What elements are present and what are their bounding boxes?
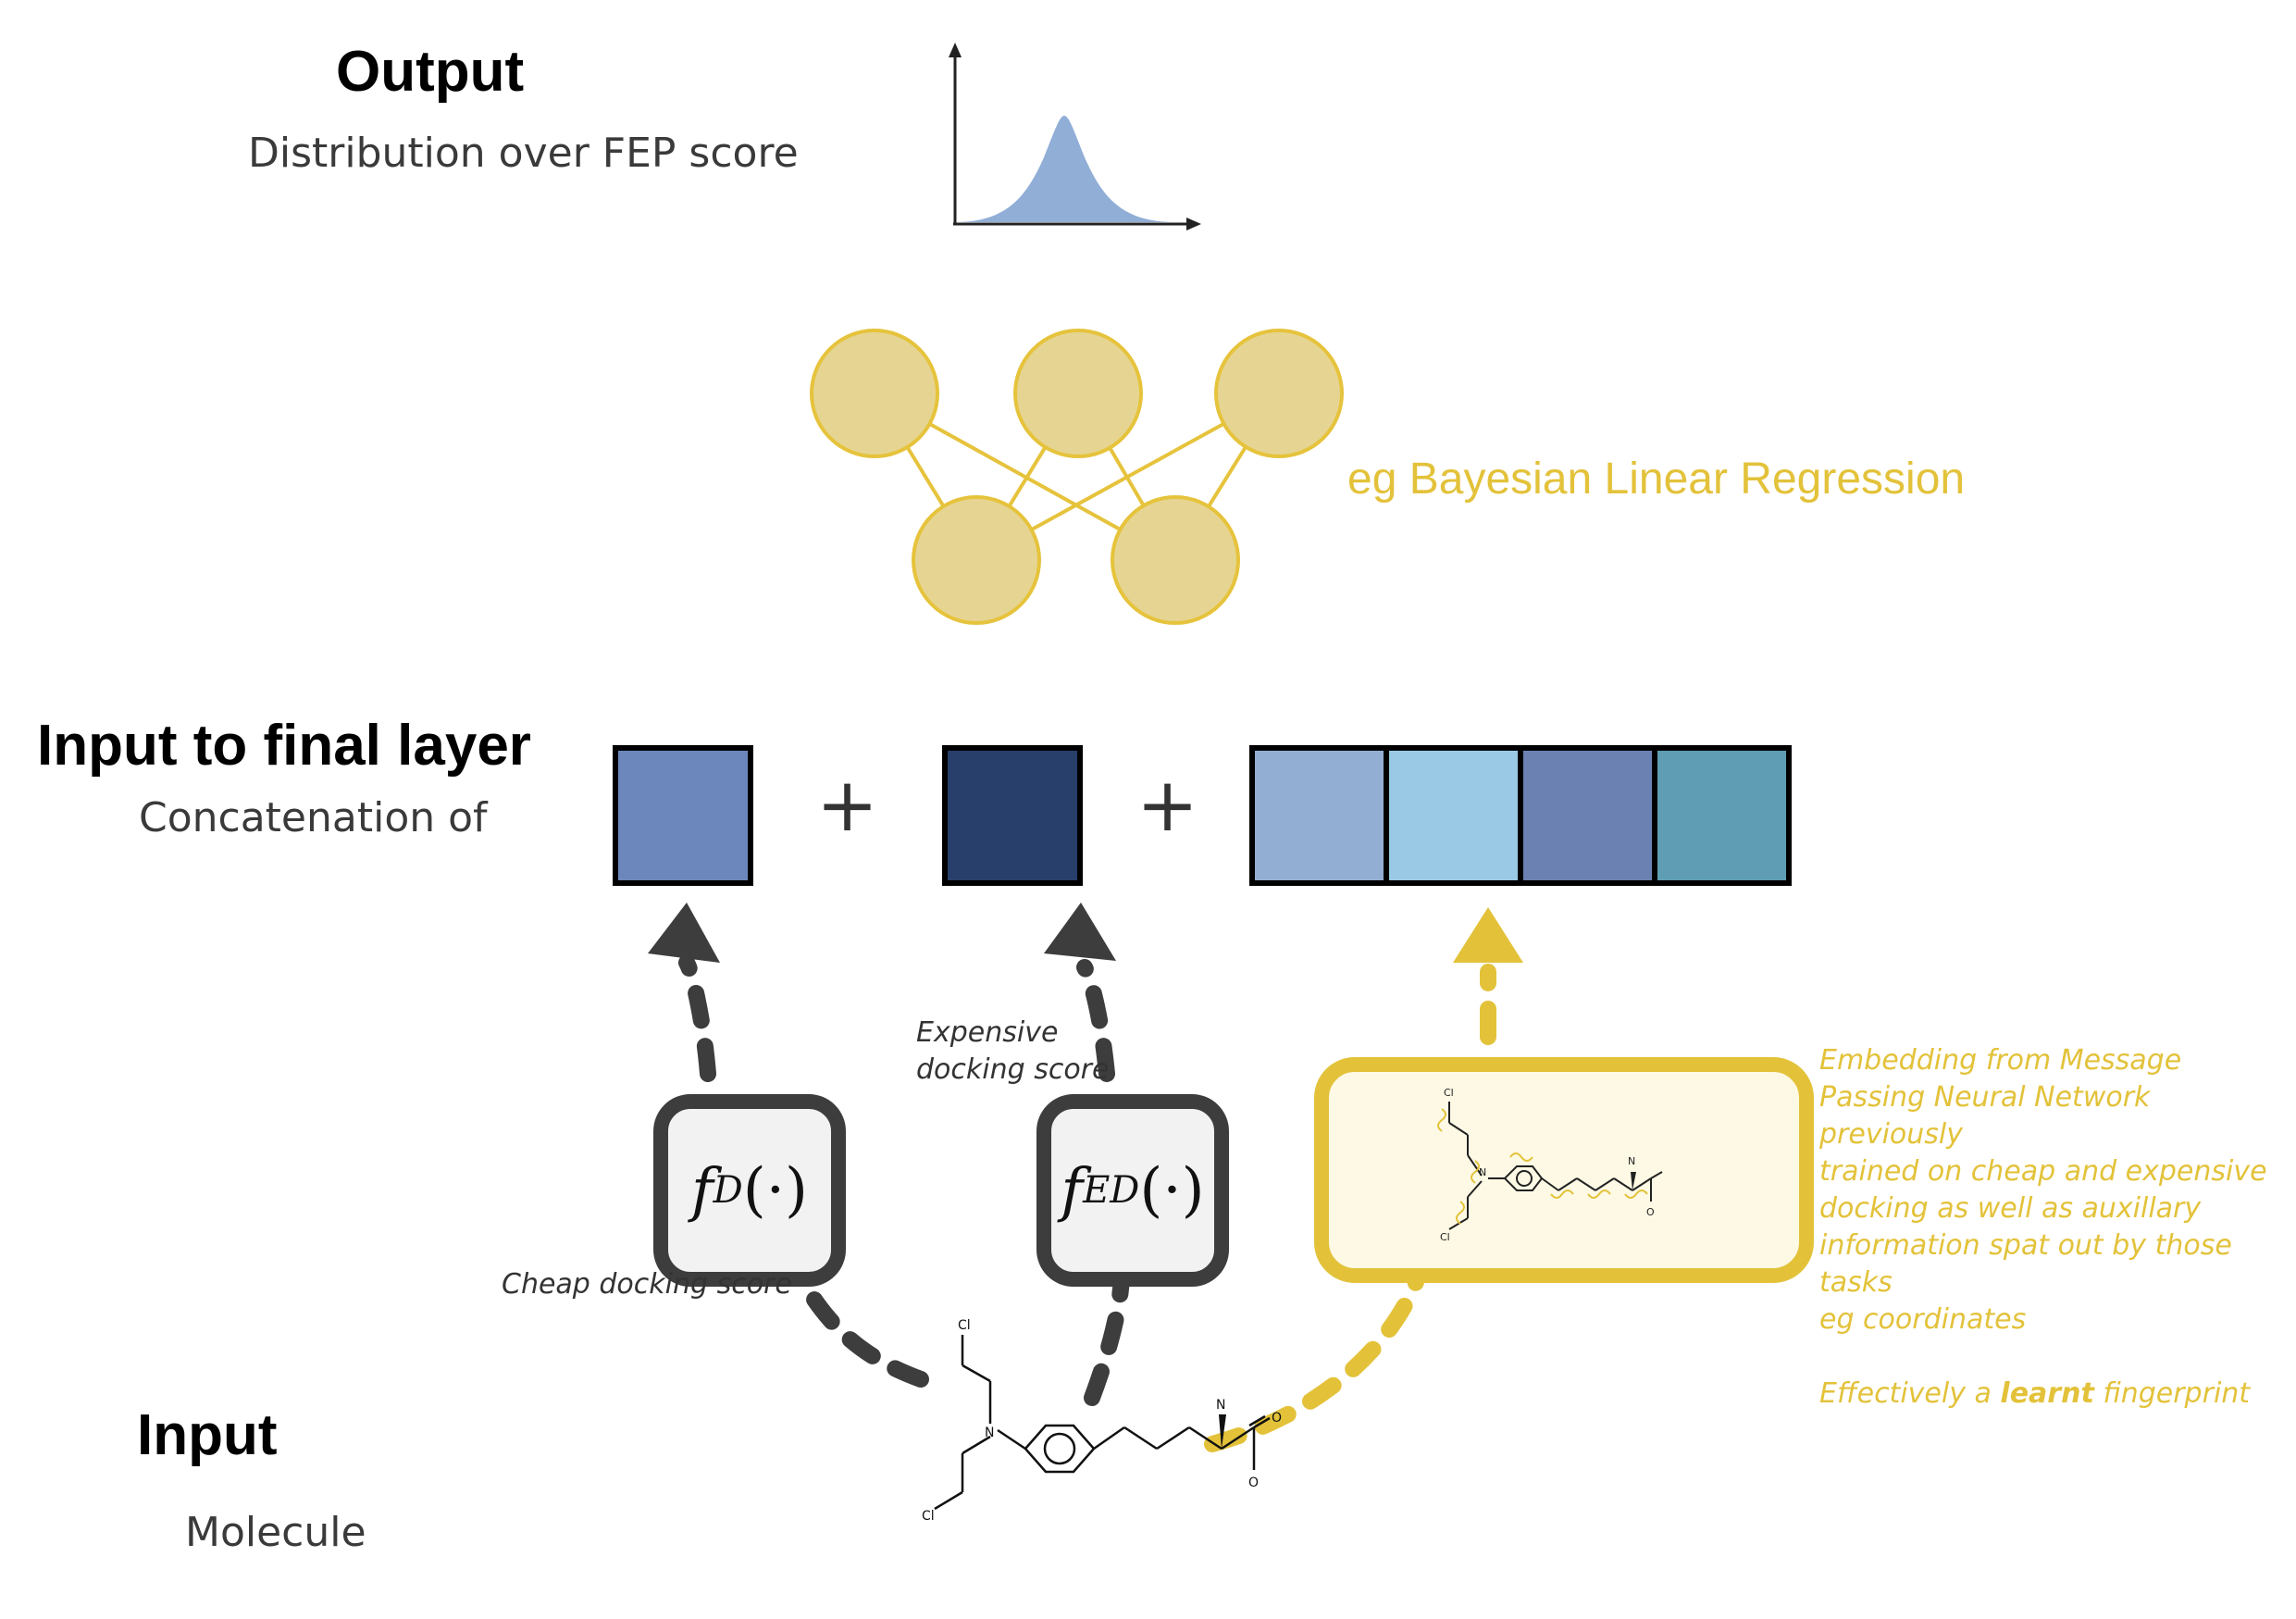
expensive-docking-label-line2: docking score (916, 1053, 1110, 1086)
embedding-line-1: Embedding from Message (1819, 1044, 2182, 1077)
arrowhead-cheap (648, 903, 720, 963)
embedding-atom-cl-top: Cl (1444, 1087, 1454, 1099)
fingerprint-vector (1249, 745, 1792, 886)
embedding-atom-n2: N (1628, 1155, 1635, 1167)
arrow-expensive-in (1084, 1269, 1130, 1406)
distribution-curve (955, 116, 1175, 222)
expensive-score-block (942, 745, 1083, 886)
expensive-function-main: f (1061, 1156, 1084, 1225)
cheap-function-sub: D (713, 1169, 743, 1212)
arrowhead-embedding (1453, 907, 1523, 963)
input-subtitle: Molecule (185, 1509, 366, 1556)
fingerprint-cell-2 (1389, 751, 1518, 880)
fingerprint-cell-3 (1523, 751, 1652, 880)
arrowhead-expensive (1044, 903, 1116, 961)
atom-o-single: O (1248, 1476, 1259, 1490)
atom-n-amine: N (1216, 1398, 1225, 1413)
embedding-description: Embedding from Message Passing Neural Ne… (1819, 1042, 2296, 1413)
node-top-2 (1013, 329, 1143, 458)
regressor-label: eg Bayesian Linear Regression (1347, 455, 1966, 504)
node-top-3 (1214, 329, 1344, 458)
atom-cl-top: Cl (958, 1318, 971, 1333)
summary-prefix: Effectively a (1819, 1377, 2001, 1410)
cheap-function-main: f (690, 1156, 714, 1225)
final-layer-subtitle: Concatenation of (139, 794, 488, 841)
embedding-line-4: docking as well as auxillary (1819, 1192, 2202, 1225)
summary-suffix: fingerprint (2093, 1377, 2251, 1410)
output-subtitle: Distribution over FEP score (248, 130, 799, 177)
plus-sign-2: + (1136, 762, 1199, 848)
node-bottom-2 (1111, 495, 1240, 625)
summary-bold: learnt (2000, 1377, 2094, 1410)
embedding-atom-o: O (1646, 1206, 1655, 1218)
node-top-1 (810, 329, 939, 458)
atom-n: N (985, 1426, 994, 1440)
arrow-expensive-up (1076, 959, 1115, 1082)
cheap-score-block (613, 745, 753, 886)
cheap-docking-label: Cheap docking score (502, 1268, 792, 1301)
expensive-docking-label-line1: Expensive (916, 1016, 1059, 1049)
expensive-function-args: (·) (1139, 1156, 1205, 1225)
embedding-line-2: Passing Neural Network previously (1819, 1081, 2151, 1151)
arrow-cheap-up (678, 954, 716, 1082)
fingerprint-cell-4 (1657, 751, 1786, 880)
arrow-embedding-in (1204, 1274, 1424, 1452)
network-diagram (810, 329, 1344, 625)
embedding-box: Cl Cl N N O (1314, 1057, 1814, 1283)
input-molecule: Cl Cl N N O O (922, 1318, 1282, 1524)
input-title: Input (137, 1403, 278, 1467)
embedding-summary: Effectively a learnt fingerprint (1819, 1376, 2296, 1413)
embedding-line-5: information spat out by those tasks (1819, 1229, 2232, 1299)
fingerprint-cell-1 (1255, 751, 1384, 880)
arrow-cheap-in (795, 1274, 929, 1388)
final-layer-title: Input to final layer (37, 714, 531, 778)
embedding-molecule: Cl Cl N N O (1437, 1087, 1663, 1243)
output-title: Output (336, 40, 525, 104)
embedding-atom-n: N (1479, 1166, 1486, 1178)
node-bottom-1 (912, 495, 1041, 625)
distribution-plot (949, 43, 1201, 230)
embedding-line-3: trained on cheap and expensive (1819, 1155, 2267, 1188)
atom-o-double: O (1272, 1411, 1282, 1426)
plus-sign-1: + (816, 762, 879, 848)
cheap-function-args: (·) (742, 1156, 809, 1225)
embedding-line-6: eg coordinates (1819, 1303, 2027, 1336)
atom-cl-bottom: Cl (922, 1509, 935, 1524)
expensive-function-sub: ED (1083, 1169, 1140, 1212)
embedding-atom-cl-bottom: Cl (1440, 1231, 1450, 1243)
